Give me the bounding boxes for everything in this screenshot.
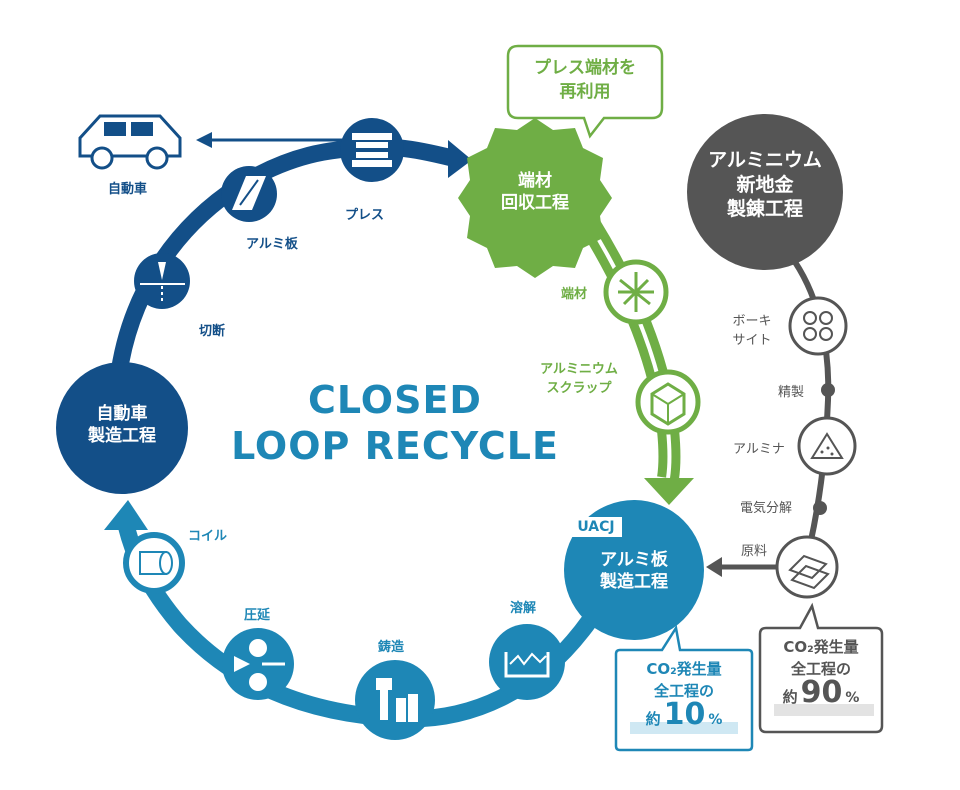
node-car-mfg-line-2: 製造工程 (88, 426, 156, 447)
label-cut: 切断 (199, 324, 226, 339)
label-sheet: アルミ板 (246, 237, 298, 252)
node-sheet-mfg-label: アルミ板 製造工程 (574, 549, 694, 593)
co2-left-unit: % (708, 712, 723, 728)
node-new-metal-line-2: 新地金 (736, 173, 794, 196)
node-sheet-line-1: アルミ板 (600, 550, 668, 570)
co2-right-prefix: 約 (782, 688, 798, 706)
melting-icon (489, 624, 565, 700)
dot-electrolysis (813, 501, 827, 515)
car-icon (78, 114, 182, 170)
speech-bubble-line-2: 再利用 (559, 82, 611, 102)
arrow-head-to-car (196, 132, 212, 148)
node-new-metal (687, 114, 843, 270)
label-bauxite: ボーキ サイト (722, 310, 782, 348)
node-sheet-line-2: 製造工程 (600, 572, 668, 593)
co2-callout-left (614, 624, 754, 752)
label-bauxite-line-1: ボーキ (732, 314, 772, 329)
bauxite-icon (788, 296, 848, 356)
node-car-mfg-label: 自動車 製造工程 (62, 403, 182, 447)
label-coil: コイル (188, 529, 228, 544)
label-scrap-line-1: アルミニウム (540, 362, 618, 377)
co2-left-highlight (630, 722, 738, 734)
label-casting: 鋳造 (378, 640, 405, 655)
arrow-head-to-car-mfg (104, 500, 148, 530)
co2-left-prefix: 約 (645, 710, 661, 728)
co2-right-line-1: CO₂発生量 (783, 638, 859, 656)
node-new-metal-line-1: アルミニウム (708, 149, 822, 171)
label-scrap: アルミニウム スクラップ (534, 358, 624, 396)
co2-right-line-2: 全工程の (790, 660, 851, 678)
node-new-metal-line-3: 製錬工程 (726, 198, 803, 221)
uacj-badge: UACJ (570, 517, 622, 537)
scrap-cube-icon (635, 369, 701, 435)
speech-bubble-line-1: プレス端材を (534, 58, 636, 78)
alumina-icon (797, 416, 857, 476)
label-press: プレス (345, 208, 385, 223)
label-refining: 精製 (778, 385, 805, 400)
press-icon (340, 118, 404, 182)
node-scrap-recovery-label: 端材 回収工程 (475, 170, 595, 214)
speech-bubble-text: プレス端材を 再利用 (508, 56, 662, 104)
label-electrolysis: 電気分解 (740, 501, 793, 516)
co2-right-highlight (774, 704, 874, 716)
cutting-icon (134, 253, 190, 309)
loop-arc-press-to-scrap (399, 139, 455, 167)
speech-bubble (506, 44, 664, 139)
co2-left-line-1: CO₂発生量 (646, 660, 722, 678)
coil-icon (123, 532, 185, 594)
node-scrap-line-1: 端材 (518, 171, 552, 191)
aluminum-sheet-icon (221, 166, 277, 222)
arrow-head-raw (706, 557, 722, 577)
node-scrap-recovery (458, 118, 612, 278)
co2-left-line-2: 全工程の (653, 682, 714, 700)
co2-callout-right (758, 602, 884, 734)
rolling-icon (222, 628, 294, 700)
node-car-mfg (56, 362, 188, 494)
label-raw-material: 原料 (741, 544, 768, 559)
casting-icon (355, 660, 435, 740)
node-car-mfg-line-1: 自動車 (96, 404, 148, 424)
title-line-2: LOOP RECYCLE (231, 424, 559, 468)
title-line-1: CLOSED (308, 378, 482, 422)
offcut-icon (603, 259, 669, 325)
arrow-head-to-sheet-mfg (644, 478, 694, 505)
node-scrap-line-2: 回収工程 (501, 193, 569, 214)
label-rolling: 圧延 (244, 608, 271, 623)
label-alumina: アルミナ (733, 442, 785, 457)
co2-right-value: 90 (800, 675, 843, 710)
label-scrap-line-2: スクラップ (546, 381, 612, 396)
co2-left-value: 10 (663, 697, 706, 732)
node-new-metal-label: アルミニウム 新地金 製錬工程 (690, 148, 840, 222)
co2-right-unit: % (845, 690, 860, 706)
label-bauxite-line-2: サイト (732, 333, 772, 348)
label-car: 自動車 (108, 182, 148, 197)
dot-refining (821, 383, 835, 397)
ingot-icon (775, 535, 839, 599)
arrow-head-to-scrap (448, 140, 472, 178)
label-melting: 溶解 (510, 601, 537, 616)
label-offcuts: 端材 (561, 287, 588, 302)
